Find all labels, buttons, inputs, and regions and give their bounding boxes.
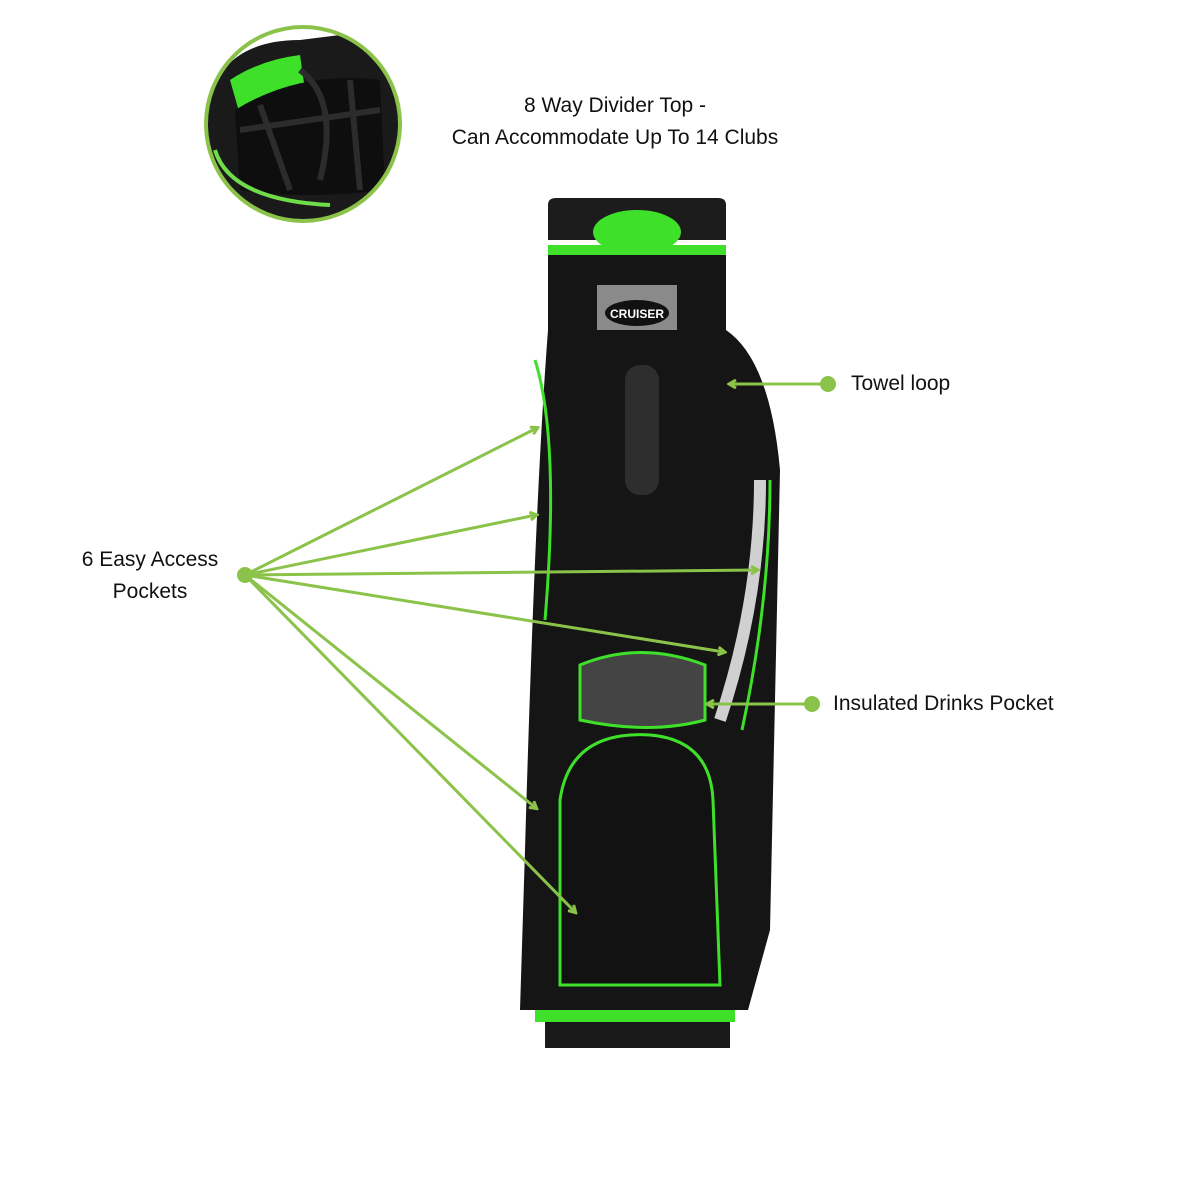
divider-top-line2: Can Accommodate Up To 14 Clubs	[451, 126, 779, 149]
drinks-pocket-pointer	[708, 696, 820, 712]
divider-top-line1: 8 Way Divider Top -	[523, 94, 707, 117]
towel-loop-pointer	[730, 376, 836, 392]
pockets-line2: Pockets	[112, 580, 188, 603]
pockets-callout: 6 Easy Access Pockets	[60, 544, 240, 608]
divider-top-inset	[204, 25, 402, 223]
pockets-line1: 6 Easy Access	[81, 548, 219, 571]
divider-top-callout: 8 Way Divider Top - Can Accommodate Up T…	[400, 90, 830, 154]
drinks-pocket-callout: Insulated Drinks Pocket	[833, 692, 1054, 715]
towel-loop-callout: Towel loop	[851, 372, 951, 395]
svg-text:CRUISER: CRUISER	[610, 307, 664, 321]
golf-bag-image: CRUISER	[520, 198, 780, 1048]
pockets-pointers	[237, 428, 757, 912]
